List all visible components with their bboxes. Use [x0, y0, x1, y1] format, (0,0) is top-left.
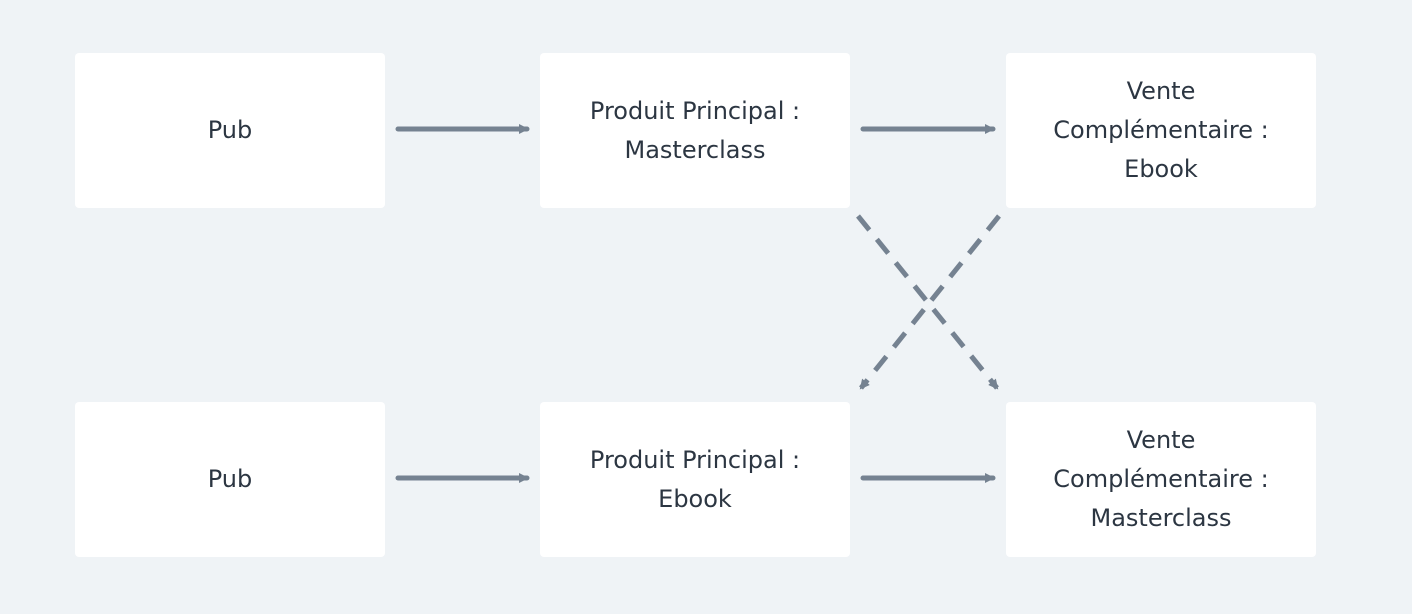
node-label: Pub [207, 465, 253, 493]
node-row1-produit-principal: Produit Principal : Masterclass [540, 53, 850, 208]
node-row2-vente-complementaire: Vente Complémentaire : Masterclass [1006, 402, 1316, 557]
node-row1-vente-complementaire: Vente Complémentaire : Ebook [1006, 53, 1316, 208]
node-label: Produit Principal : Masterclass [589, 96, 801, 164]
node-row2-pub: Pub [75, 402, 385, 557]
node-row2-produit-principal: Produit Principal : Ebook [540, 402, 850, 557]
node-label: Pub [207, 116, 253, 144]
node-label: Vente Complémentaire : Ebook [1053, 77, 1269, 183]
node-label: Produit Principal : Ebook [589, 445, 801, 513]
node-label: Vente Complémentaire : Masterclass [1053, 426, 1269, 532]
node-row1-pub: Pub [75, 53, 385, 208]
dashed-arrow-produit-masterclass-to-vente-masterclass [856, 214, 999, 390]
dashed-arrow-vente-ebook-to-produit-ebook [859, 214, 1001, 390]
